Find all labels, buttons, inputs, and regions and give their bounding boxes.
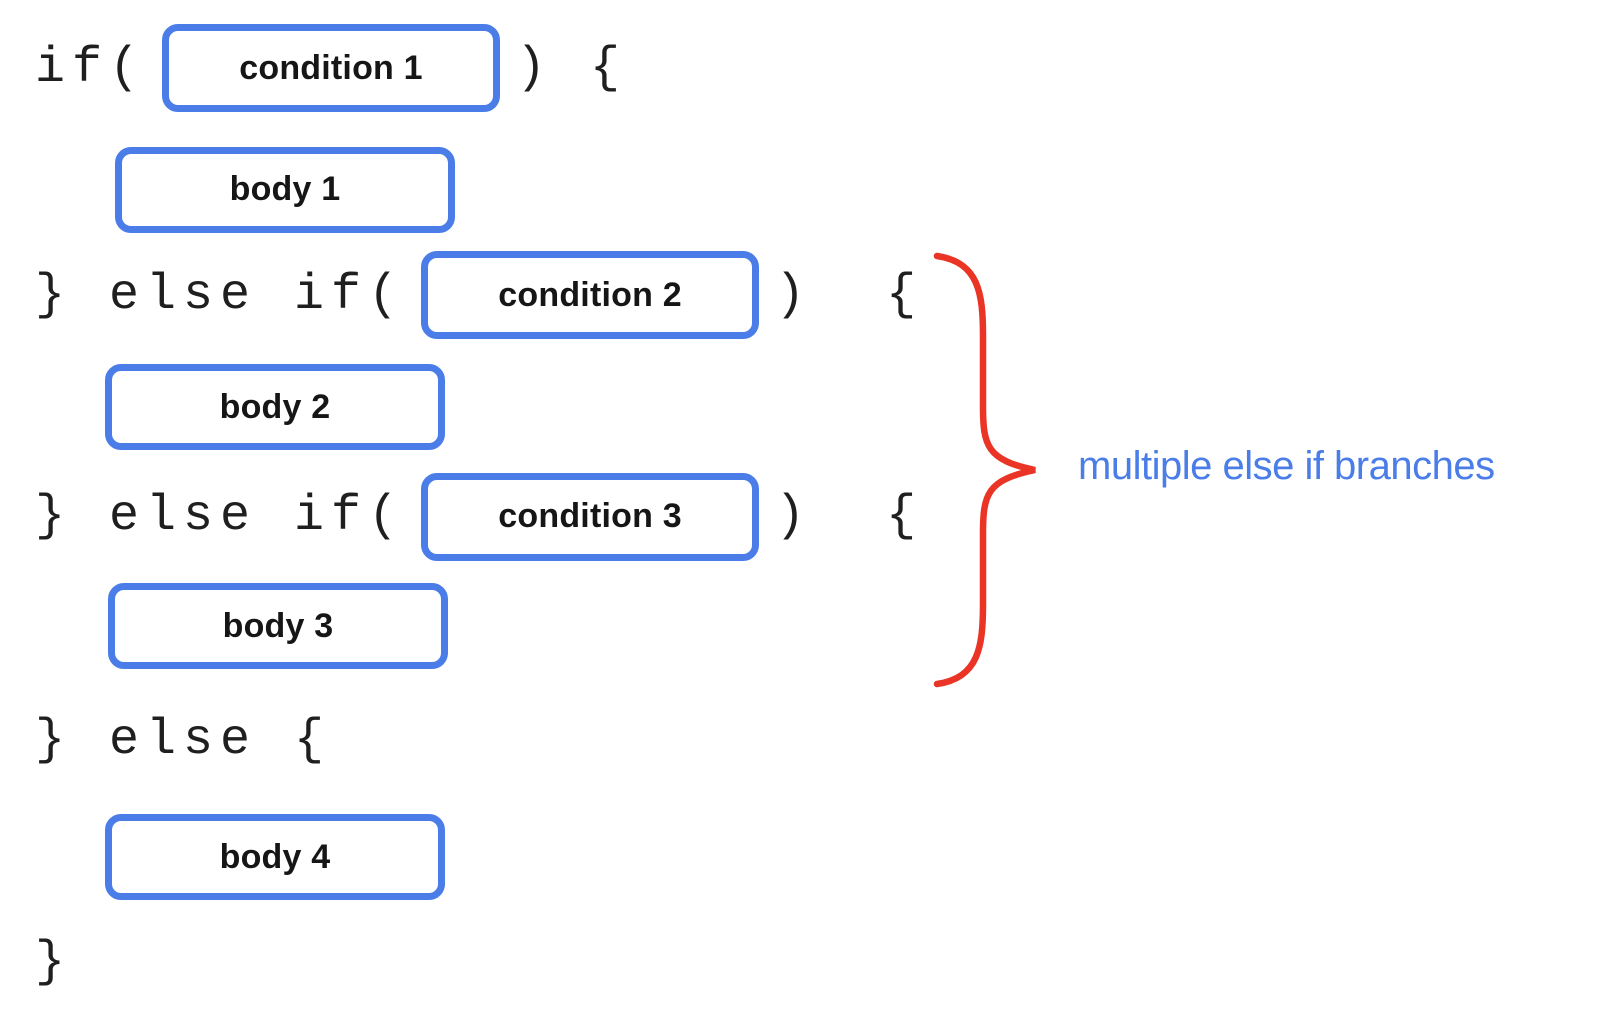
body2-box: body 2 [105,364,445,450]
body3-box: body 3 [108,583,448,669]
annotation-multiple-else-if: multiple else if branches [1078,444,1495,488]
code-elseif1-close: ) { [775,266,924,324]
body4-row: body 4 [105,813,445,901]
code-if-close: ) { [516,39,628,97]
body3-label: body 3 [222,606,334,645]
condition1-label: condition 1 [239,48,423,87]
body1-box: body 1 [115,146,455,233]
condition2-label: condition 2 [498,275,682,314]
code-final-close: } [35,933,73,991]
body4-label: body 4 [219,837,331,876]
code-elseif2-open: } else if( [35,488,406,545]
code-line-elseif-1: } else if( condition 2 ) { [35,251,924,339]
condition2-box: condition 2 [421,251,760,339]
code-line-final-close: } [35,933,73,991]
code-line-else: } else { [35,711,332,769]
condition3-label: condition 3 [498,497,682,535]
condition3-box: condition 3 [421,472,760,561]
code-line-elseif-2: } else if( condition 3 ) { [35,472,924,561]
body1-label: body 1 [229,170,341,208]
curly-brace-icon [933,252,1036,688]
body3-row: body 3 [108,583,448,669]
body4-box: body 4 [105,814,445,900]
code-line-if: if( condition 1 ) { [35,24,627,112]
code-else-open: } else { [35,711,332,769]
code-elseif1-open: } else if( [35,266,406,324]
code-elseif2-close: ) { [775,488,924,545]
body2-label: body 2 [219,387,331,426]
code-if-open: if( [35,39,147,97]
body2-row: body 2 [105,364,445,450]
condition1-box: condition 1 [162,24,501,112]
body1-row: body 1 [115,146,455,233]
